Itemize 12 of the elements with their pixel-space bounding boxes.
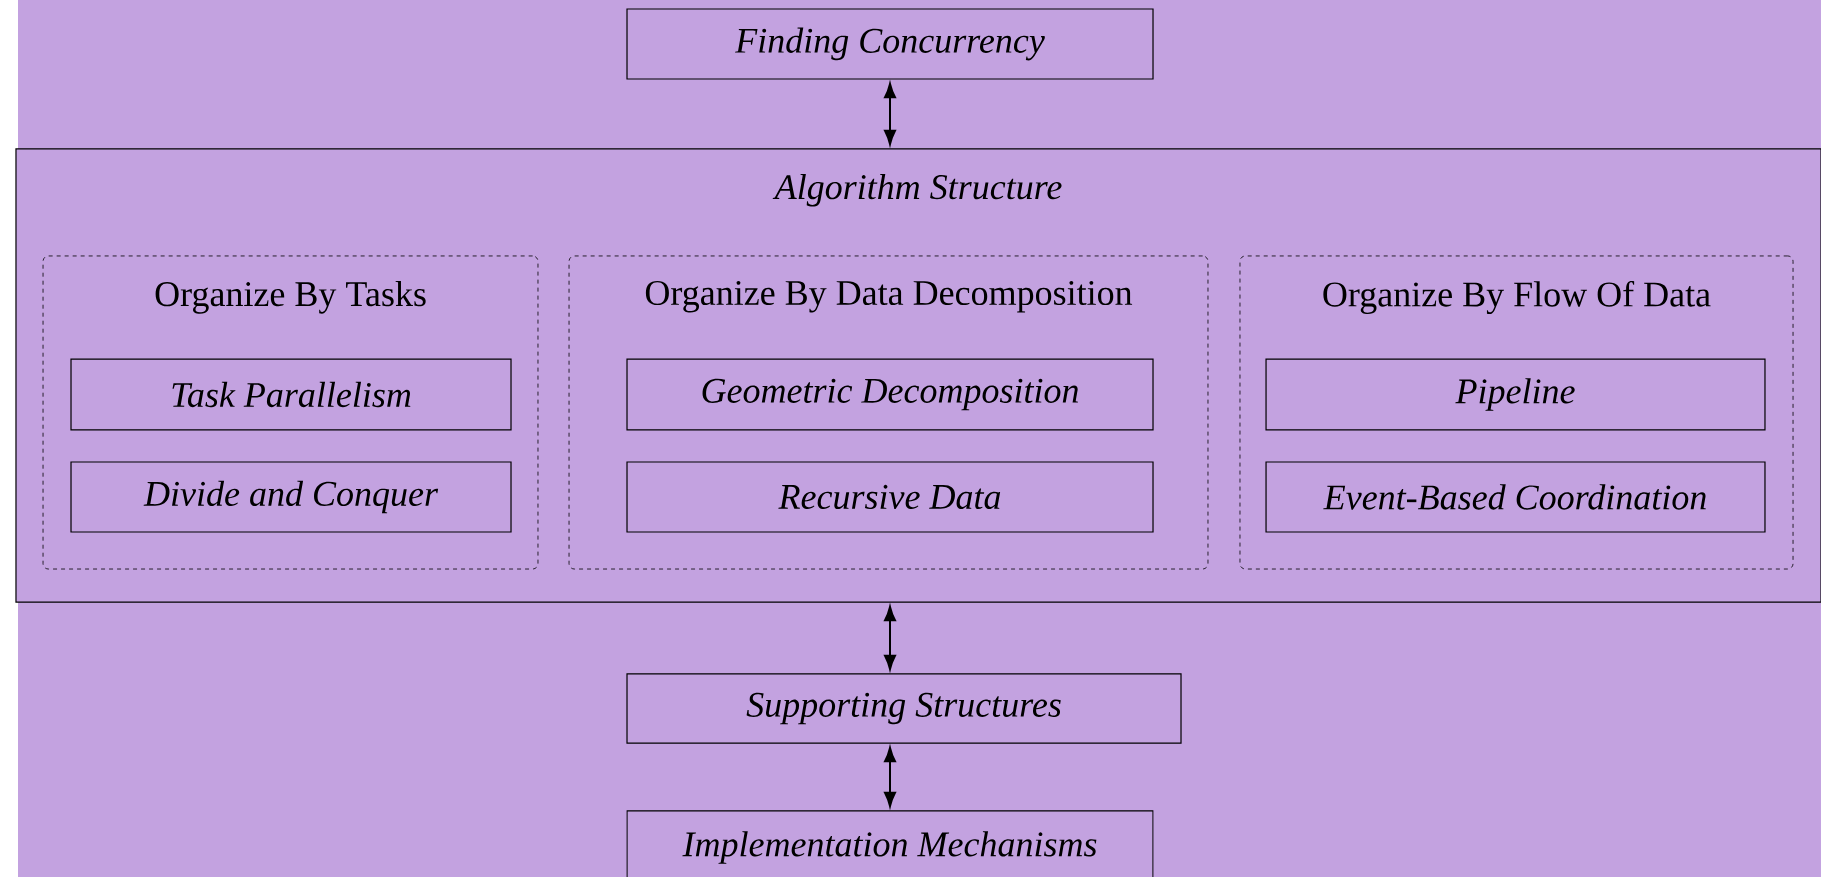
- process-box: Divide and Conquer: [70, 461, 512, 533]
- process-box: Implementation Mechanisms: [626, 810, 1154, 877]
- process-box: Pipeline: [1265, 358, 1766, 431]
- arrow: [884, 605, 896, 671]
- process-box: Supporting Structures: [626, 673, 1182, 744]
- process-box: Task Parallelism: [70, 358, 512, 431]
- arrow: [884, 746, 896, 808]
- process-box: Recursive Data: [626, 461, 1154, 533]
- arrow: [884, 82, 896, 146]
- process-box: Geometric Decomposition: [626, 358, 1154, 431]
- process-box: Finding Concurrency: [626, 8, 1154, 80]
- process-box: Event-Based Coordination: [1265, 461, 1766, 533]
